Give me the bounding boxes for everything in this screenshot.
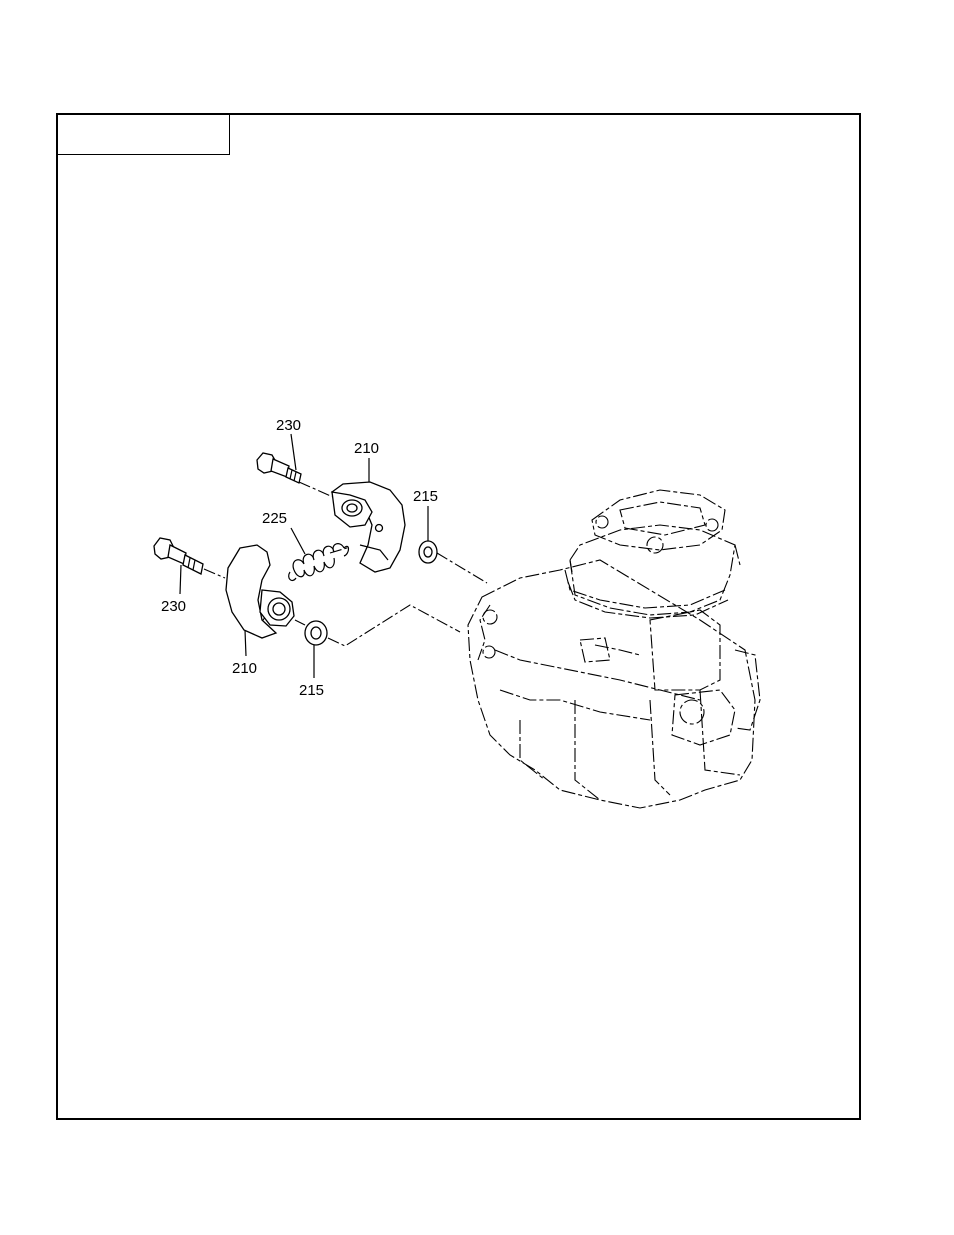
callout-flyweight-top: 210 — [354, 440, 379, 457]
spring-icon — [289, 544, 349, 581]
engine-outline — [468, 490, 760, 808]
washer-icon — [305, 621, 327, 645]
flyweight-icon — [332, 482, 405, 572]
callout-washer-bottom: 215 — [299, 682, 324, 699]
flyweight-icon — [226, 545, 294, 638]
shoulder-bolt-icon — [154, 538, 203, 574]
callout-washer-top: 215 — [413, 488, 438, 505]
washer-icon — [419, 541, 437, 563]
callout-flyweight-bottom: 210 — [232, 660, 257, 677]
callout-bolt-top: 230 — [276, 417, 301, 434]
callout-spring: 225 — [262, 510, 287, 527]
callout-bolt-left: 230 — [161, 598, 186, 615]
